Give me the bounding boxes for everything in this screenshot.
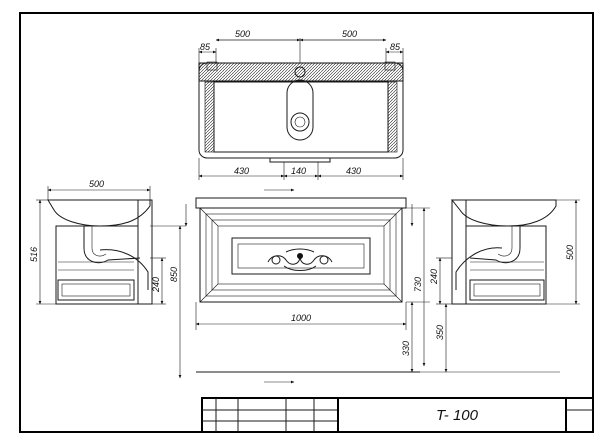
right-drain-pipe <box>455 247 503 290</box>
left-basin-outline <box>47 199 151 227</box>
dim-top-85-right: 85 <box>390 42 401 52</box>
front-view: 1000 730 330 <box>184 188 430 384</box>
dim-top-500-right: 500 <box>342 29 357 39</box>
title-block-frame <box>201 397 594 433</box>
dim-left-siphon-height: 240 <box>151 277 161 293</box>
left-siphon-outer <box>91 226 107 257</box>
dim-right-siphon-height: 240 <box>429 269 439 285</box>
dim-right-height: 500 <box>565 245 575 260</box>
top-view-siphon-channel <box>286 79 314 141</box>
dim-top-85-left: 85 <box>200 42 211 52</box>
left-siphon <box>83 226 141 264</box>
front-frame-3 <box>217 225 385 285</box>
left-drain-pipe <box>99 249 149 290</box>
dim-left-cabinet-height: 850 <box>169 267 179 282</box>
top-view-rim <box>198 62 404 82</box>
right-cabinet <box>465 225 547 305</box>
front-cabinet <box>199 207 403 303</box>
left-drawer-inner <box>61 283 131 297</box>
dim-front-height: 730 <box>413 277 423 292</box>
drain-icon <box>290 112 310 132</box>
front-basin-top <box>195 197 407 209</box>
dim-top-500-left: 500 <box>235 29 250 39</box>
dim-left-width: 500 <box>89 179 104 189</box>
left-cabinet <box>55 225 139 305</box>
title-block: T- 100 <box>201 397 594 433</box>
dim-bottom-140: 140 <box>291 166 306 176</box>
drain-inner-icon <box>294 116 306 128</box>
left-drawer <box>57 279 135 301</box>
dim-bottom-430-right: 430 <box>346 166 361 176</box>
front-frame-1 <box>205 213 397 297</box>
dim-bottom-430-left: 430 <box>234 166 249 176</box>
top-view-hatch-left <box>204 81 215 153</box>
right-basin-outline <box>450 199 557 227</box>
left-side-view: 500 516 240 850 <box>29 179 186 379</box>
drawing-code: T- 100 <box>436 407 479 424</box>
top-view: 85 500 500 85 430 140 430 <box>198 29 404 180</box>
ornament-icon <box>267 248 333 271</box>
top-view-mount-right <box>384 61 396 71</box>
front-panel <box>231 237 371 275</box>
dim-left-height: 516 <box>29 247 39 262</box>
front-frame-2 <box>211 219 391 291</box>
top-view-hatch-right <box>387 81 398 153</box>
right-side-view: 500 240 350 <box>420 199 580 373</box>
front-panel-inner <box>237 243 365 269</box>
top-view-mount-left <box>206 61 218 71</box>
dim-front-floor-offset: 330 <box>401 341 411 356</box>
dim-right-floor-offset: 350 <box>435 325 445 340</box>
dim-front-width: 1000 <box>291 313 311 323</box>
right-drawer <box>469 279 545 301</box>
right-siphon-outer <box>497 226 513 257</box>
right-siphon <box>469 226 521 264</box>
right-drawer-inner <box>473 283 541 297</box>
right-wall-plate <box>451 199 467 305</box>
faucet-icon <box>294 66 306 78</box>
top-view-wall-bar <box>269 157 331 163</box>
